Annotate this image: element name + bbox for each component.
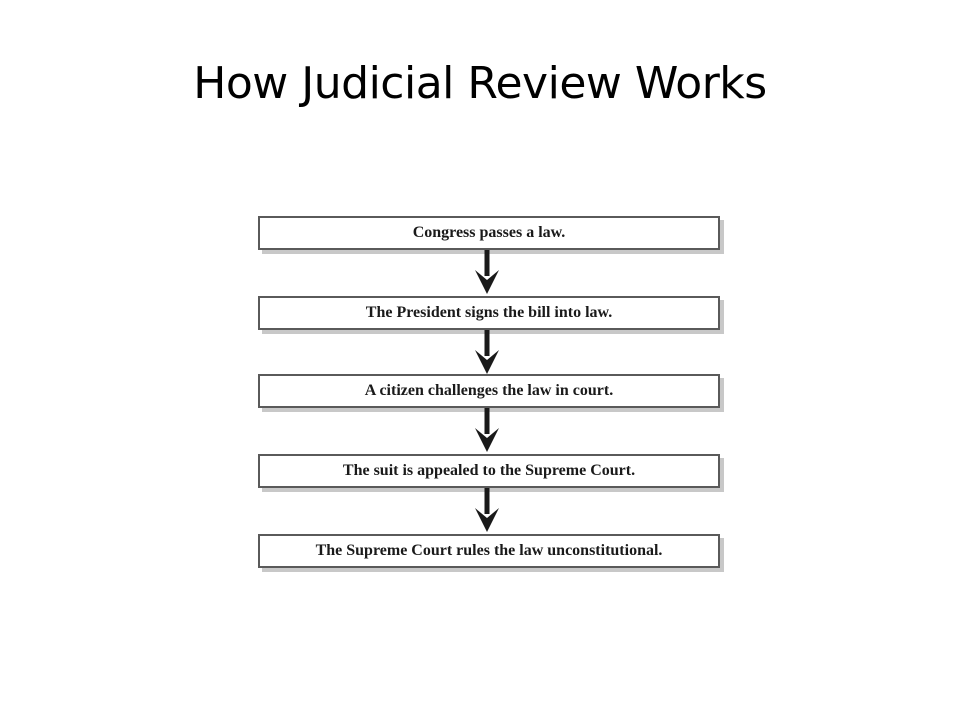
step-label-1: Congress passes a law. [412, 224, 566, 241]
step-label-3: A citizen challenges the law in court. [364, 382, 614, 399]
down-arrow-icon [475, 330, 499, 374]
step-label-5: The Supreme Court rules the law unconsti… [315, 542, 663, 559]
down-arrow-icon [475, 488, 499, 532]
step-label-4: The suit is appealed to the Supreme Cour… [342, 462, 636, 479]
step-box-4: The suit is appealed to the Supreme Cour… [258, 454, 720, 488]
step-box-5: The Supreme Court rules the law unconsti… [258, 534, 720, 568]
step-box-1: Congress passes a law. [258, 216, 720, 250]
step-box-2: The President signs the bill into law. [258, 296, 720, 330]
down-arrow-icon [475, 408, 499, 452]
step-box-3: A citizen challenges the law in court. [258, 374, 720, 408]
slide-title: How Judicial Review Works [193, 58, 767, 109]
down-arrow-icon [475, 250, 499, 294]
step-label-2: The President signs the bill into law. [365, 304, 613, 321]
